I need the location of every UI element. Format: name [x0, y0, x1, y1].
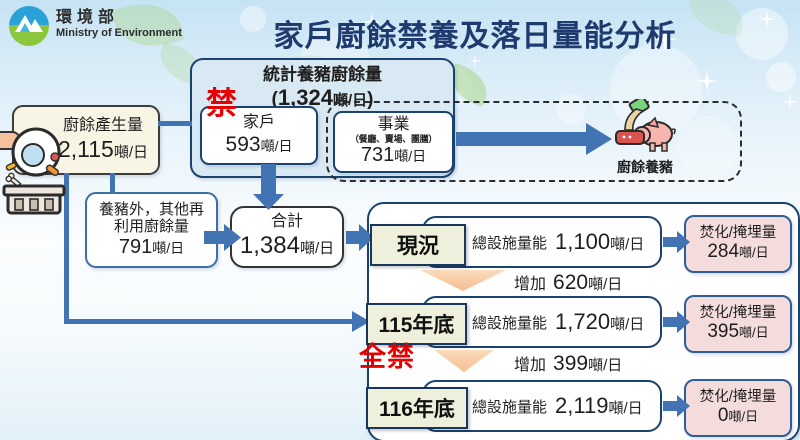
agency-name-en: Ministry of Environment: [56, 26, 182, 39]
waste-generation-label: 廚餘產生量: [62, 117, 143, 134]
household-label: 家戶: [242, 113, 275, 131]
bokeh-circle: [736, 8, 788, 60]
output-value: 284: [707, 241, 740, 263]
other-reuse-value: 791: [118, 235, 153, 258]
output-label: 焚化/掩埋量: [699, 224, 777, 241]
agency-name-zh: 環境部: [56, 9, 120, 26]
sparkle-icon: [468, 54, 482, 68]
business-waste-dashed-zone: [326, 101, 742, 182]
other-reuse-line1: 養豬外，其他再: [98, 200, 204, 218]
total-value: 1,384: [239, 232, 300, 260]
business-value: 731: [360, 143, 395, 166]
capacity-label: 總設施量能: [472, 398, 548, 416]
capacity-unit: 噸/日: [608, 400, 643, 417]
output-label: 焚化/掩埋量: [699, 388, 777, 405]
waste-generation-unit: 噸/日: [113, 143, 149, 161]
connector-source-to-stat: [158, 121, 192, 126]
paren-close: ): [367, 89, 374, 111]
stage-label-text: 115年底: [378, 314, 455, 337]
output-value: 0: [717, 405, 729, 427]
increase-value: 399: [553, 352, 589, 375]
stage-label-current: 現況: [370, 224, 466, 266]
stage-label-116: 116年底: [366, 387, 468, 429]
household-value: 593: [225, 132, 261, 156]
capacity-unit: 噸/日: [610, 236, 645, 253]
pig-feeding-icon: [615, 99, 676, 152]
output-unit: 噸/日: [728, 409, 759, 425]
increase-unit: 噸/日: [588, 357, 623, 374]
capacity-label: 總設施量能: [472, 314, 548, 332]
capacity-value: 1,100: [555, 229, 611, 254]
stage-label-text: 現況: [397, 235, 439, 258]
sparkle-icon: [782, 94, 798, 110]
food-scraps-to-bin-icon: [0, 127, 66, 215]
output-value: 395: [707, 321, 740, 343]
stage-label-text: 116年底: [379, 398, 455, 421]
page-title: 家戶廚餘禁養及落日量能分析: [273, 20, 677, 53]
moenv-logo: [9, 6, 49, 46]
business-label: 事業: [377, 116, 410, 134]
increase-unit: 噸/日: [588, 276, 623, 293]
increase-label: 增加: [514, 357, 547, 374]
capacity-value: 1,720: [555, 309, 611, 334]
output-label: 焚化/掩埋量: [699, 304, 777, 321]
total-unit: 噸/日: [299, 240, 335, 258]
bokeh-circle: [766, 62, 796, 92]
stage-label-115: 115年底: [366, 303, 467, 345]
stat-total-value: 1,324: [277, 85, 333, 111]
paren-open: (: [271, 89, 278, 111]
full-ban-mark: 全禁: [359, 342, 415, 372]
capacity-unit: 噸/日: [610, 316, 645, 333]
bokeh-circle: [556, 94, 586, 124]
connector-source-to-other: [110, 173, 115, 194]
output-unit: 噸/日: [739, 245, 769, 261]
total-label: 合計: [270, 213, 303, 231]
other-reuse-line2: 利用廚餘量: [113, 218, 189, 236]
ban-mark: 禁: [206, 86, 237, 121]
business-unit: 噸/日: [394, 147, 427, 164]
output-unit: 噸/日: [739, 325, 769, 341]
stat-box-title: 統計養豬廚餘量: [263, 65, 382, 84]
increase-label: 增加: [514, 276, 547, 293]
connector-arrow-to-115-row: [64, 311, 370, 332]
household-unit: 噸/日: [260, 137, 293, 154]
increase-value: 620: [553, 271, 589, 294]
agency-name-block: 環境部 Ministry of Environment: [56, 9, 182, 39]
business-note: （餐廳、賣場、團膳）: [349, 134, 437, 145]
bokeh-circle: [240, 6, 266, 32]
capacity-label: 總設施量能: [472, 234, 548, 252]
pig-feeding-label: 廚餘養豬: [617, 159, 673, 175]
waste-generation-value: 2,115: [57, 135, 114, 162]
capacity-value: 2,119: [555, 393, 609, 418]
other-reuse-unit: 噸/日: [152, 239, 185, 256]
